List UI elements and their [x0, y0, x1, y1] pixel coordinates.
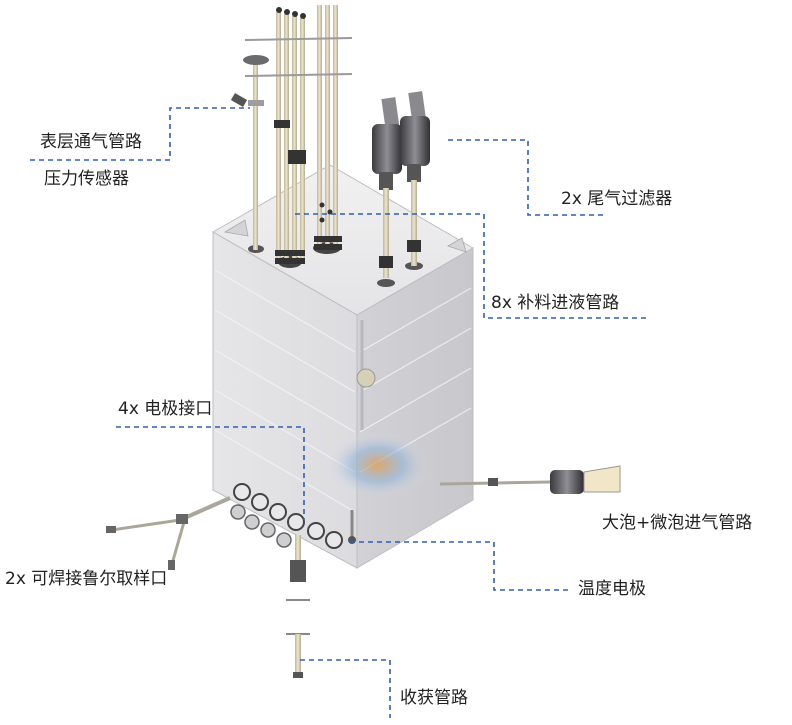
- exhaust-filters: [372, 91, 430, 278]
- bioreactor-bag: [211, 164, 474, 569]
- surface-vent-label: 表层通气管路: [40, 132, 142, 152]
- electrode-ports: [230, 483, 343, 549]
- leader-lines: [30, 107, 650, 718]
- electrode-port-label: 4x 电极接口: [118, 399, 213, 419]
- exhaust-filter-label: 2x 尾气过滤器: [561, 189, 673, 209]
- sparger-line-label: 大泡+微泡进气管路: [602, 513, 753, 533]
- top-port-assembly: [230, 5, 423, 287]
- feed-line-label: 8x 补料进液管路: [491, 293, 620, 313]
- harvest-line-label: 收获管路: [400, 688, 468, 708]
- temp-electrode-label: 温度电极: [578, 579, 646, 599]
- sampling-ports: [106, 496, 231, 570]
- harvest-line: [286, 535, 310, 678]
- pressure-sensor-label: 压力传感器: [44, 169, 129, 189]
- sampling-port-label: 2x 可焊接鲁尔取样口: [5, 569, 168, 589]
- sparger-line: [439, 465, 621, 494]
